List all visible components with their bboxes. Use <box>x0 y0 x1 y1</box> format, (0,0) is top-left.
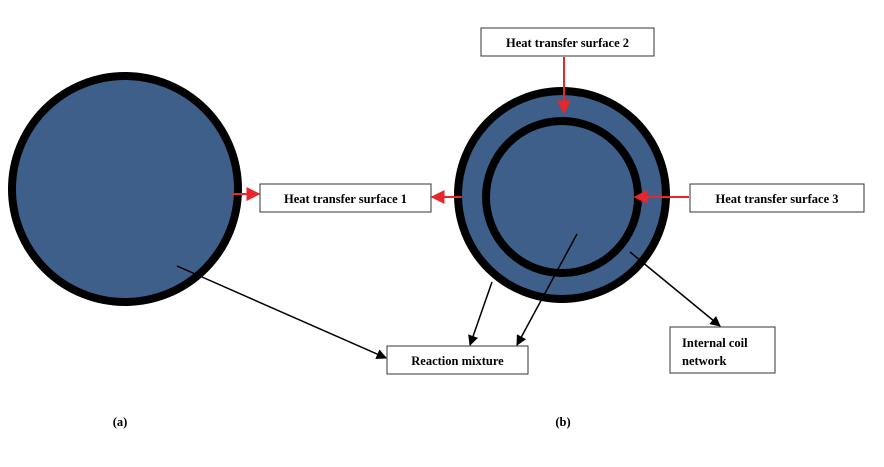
label-reaction-mixture-text: Reaction mixture <box>411 354 504 368</box>
arrow-b-annulus-to-reaction-mixture <box>468 281 493 346</box>
arrow-b-center-to-reaction-mixture <box>516 233 578 346</box>
label-reaction-mixture: Reaction mixture <box>386 345 529 375</box>
label-heat-transfer-surface-2: Heat transfer surface 2 <box>480 27 655 57</box>
label-heat-transfer-surface-2-text: Heat transfer surface 2 <box>506 36 629 50</box>
vessel-a-circle <box>8 72 242 306</box>
label-heat-transfer-surface-3: Heat transfer surface 3 <box>689 183 865 213</box>
label-internal-coil-line1: Internal coil <box>682 336 748 350</box>
label-heat-transfer-surface-1: Heat transfer surface 1 <box>259 183 432 213</box>
label-heat-transfer-surface-3-text: Heat transfer surface 3 <box>716 192 839 206</box>
caption-b: (b) <box>555 415 570 429</box>
label-internal-coil-network: Internal coil network <box>669 326 776 374</box>
vessel-b-internal-coil-circle <box>482 117 642 277</box>
label-internal-coil-line2: network <box>682 354 726 368</box>
caption-a: (a) <box>113 415 128 429</box>
arrow-coil-to-internal-coil-network <box>629 251 721 327</box>
arrow-a-to-reaction-mixture <box>176 265 387 359</box>
label-heat-transfer-surface-1-text: Heat transfer surface 1 <box>284 192 407 206</box>
